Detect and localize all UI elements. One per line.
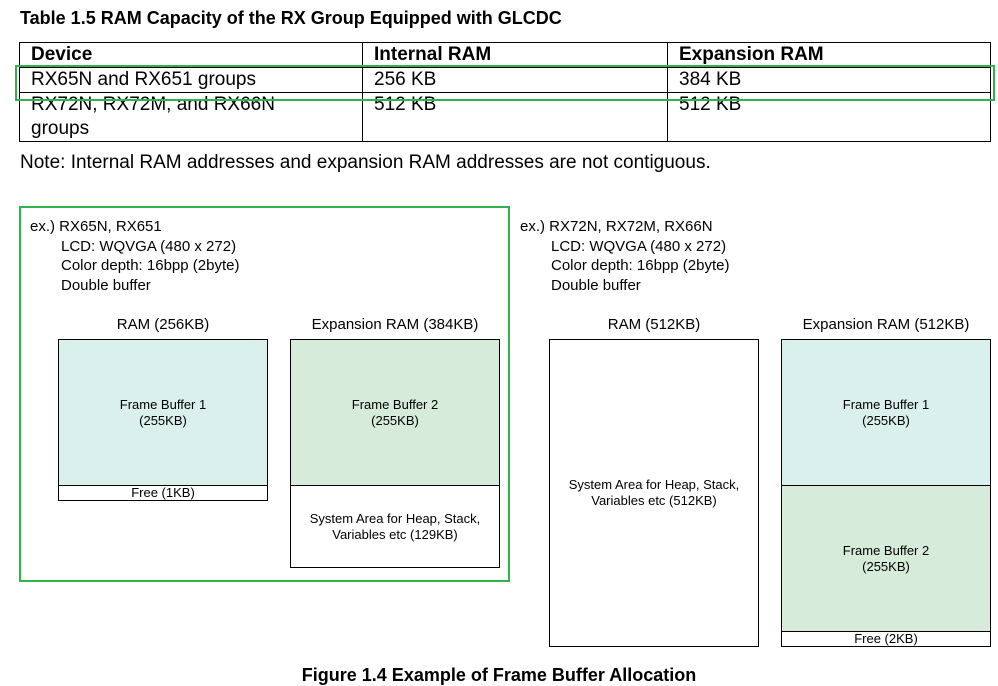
block-size: (255KB) [862,558,910,574]
system-area-block: System Area for Heap, Stack,Variables et… [549,339,759,647]
free-block: Free (2KB) [781,631,991,647]
spec-line: LCD: WQVGA (480 x 272) [61,237,237,255]
block-label: Variables etc (512KB) [591,493,717,508]
free-block: Free (1KB) [58,485,268,501]
block-label: Free (2KB) [854,631,918,646]
example-heading: ex.) RX65N, RX651 [30,218,162,235]
table-note: Note: Internal RAM addresses and expansi… [20,152,711,173]
frame-buffer-1-block: Frame Buffer 1(255KB) [781,339,991,486]
spec-line: Double buffer [61,276,151,294]
frame-buffer-2-block: Frame Buffer 2(255KB) [290,339,500,486]
header-device: Device [19,42,363,68]
table-title: Table 1.5 RAM Capacity of the RX Group E… [20,8,562,28]
example-spec-text: ex.) RX65N, RX651 LCD: WQVGA (480 x 272)… [30,217,239,295]
example-highlight-frame [19,206,510,582]
spec-line: Double buffer [551,276,641,294]
table-row: RX65N and RX651 groups 256 KB 384 KB [19,67,991,93]
frame-buffer-1-block: Frame Buffer 1(255KB) [58,339,268,486]
header-expansion-ram: Expansion RAM [667,42,991,68]
block-label: Frame Buffer 2 [351,396,439,412]
block-size: (255KB) [862,412,910,428]
block-label: Free (1KB) [131,485,195,500]
block-size: (255KB) [139,412,187,428]
example-heading: ex.) RX72N, RX72M, RX66N [520,218,713,235]
table-header-row: Device Internal RAM Expansion RAM [19,42,991,68]
expansion-ram-caption: Expansion RAM (384KB) [311,316,479,333]
cell-internal-ram: 256 KB [362,67,668,93]
expansion-ram-caption: Expansion RAM (512KB) [802,316,970,333]
block-label: Frame Buffer 2 [842,542,930,558]
spec-line: LCD: WQVGA (480 x 272) [551,237,727,255]
example-spec-text: ex.) RX72N, RX72M, RX66N LCD: WQVGA (480… [520,217,729,295]
system-area-block: System Area for Heap, Stack,Variables et… [290,485,500,568]
ram-caption: RAM (512KB) [607,316,701,333]
spec-line: Color depth: 16bpp (2byte) [61,257,240,274]
ram-caption: RAM (256KB) [116,316,210,333]
cell-device: RX65N and RX651 groups [19,67,363,93]
header-internal-ram: Internal RAM [362,42,668,68]
block-label: Variables etc (129KB) [332,526,458,542]
cell-expansion-ram: 384 KB [667,67,991,93]
block-label: System Area for Heap, Stack, [568,477,740,492]
example-spec-lines: LCD: WQVGA (480 x 272) Color depth: 16bpp… [61,237,239,296]
figure-caption: Figure 1.4 Example of Frame Buffer Alloc… [301,665,697,685]
block-label: Frame Buffer 1 [842,396,930,412]
block-label: Frame Buffer 1 [119,396,207,412]
example-spec-lines: LCD: WQVGA (480 x 272) Color depth: 16bpp… [551,237,729,296]
spec-line: Color depth: 16bpp (2byte) [551,257,730,274]
frame-buffer-2-block: Frame Buffer 2(255KB) [781,485,991,632]
block-size: (255KB) [371,412,419,428]
block-label: System Area for Heap, Stack, [309,510,481,526]
row-highlight-frame [15,65,995,101]
